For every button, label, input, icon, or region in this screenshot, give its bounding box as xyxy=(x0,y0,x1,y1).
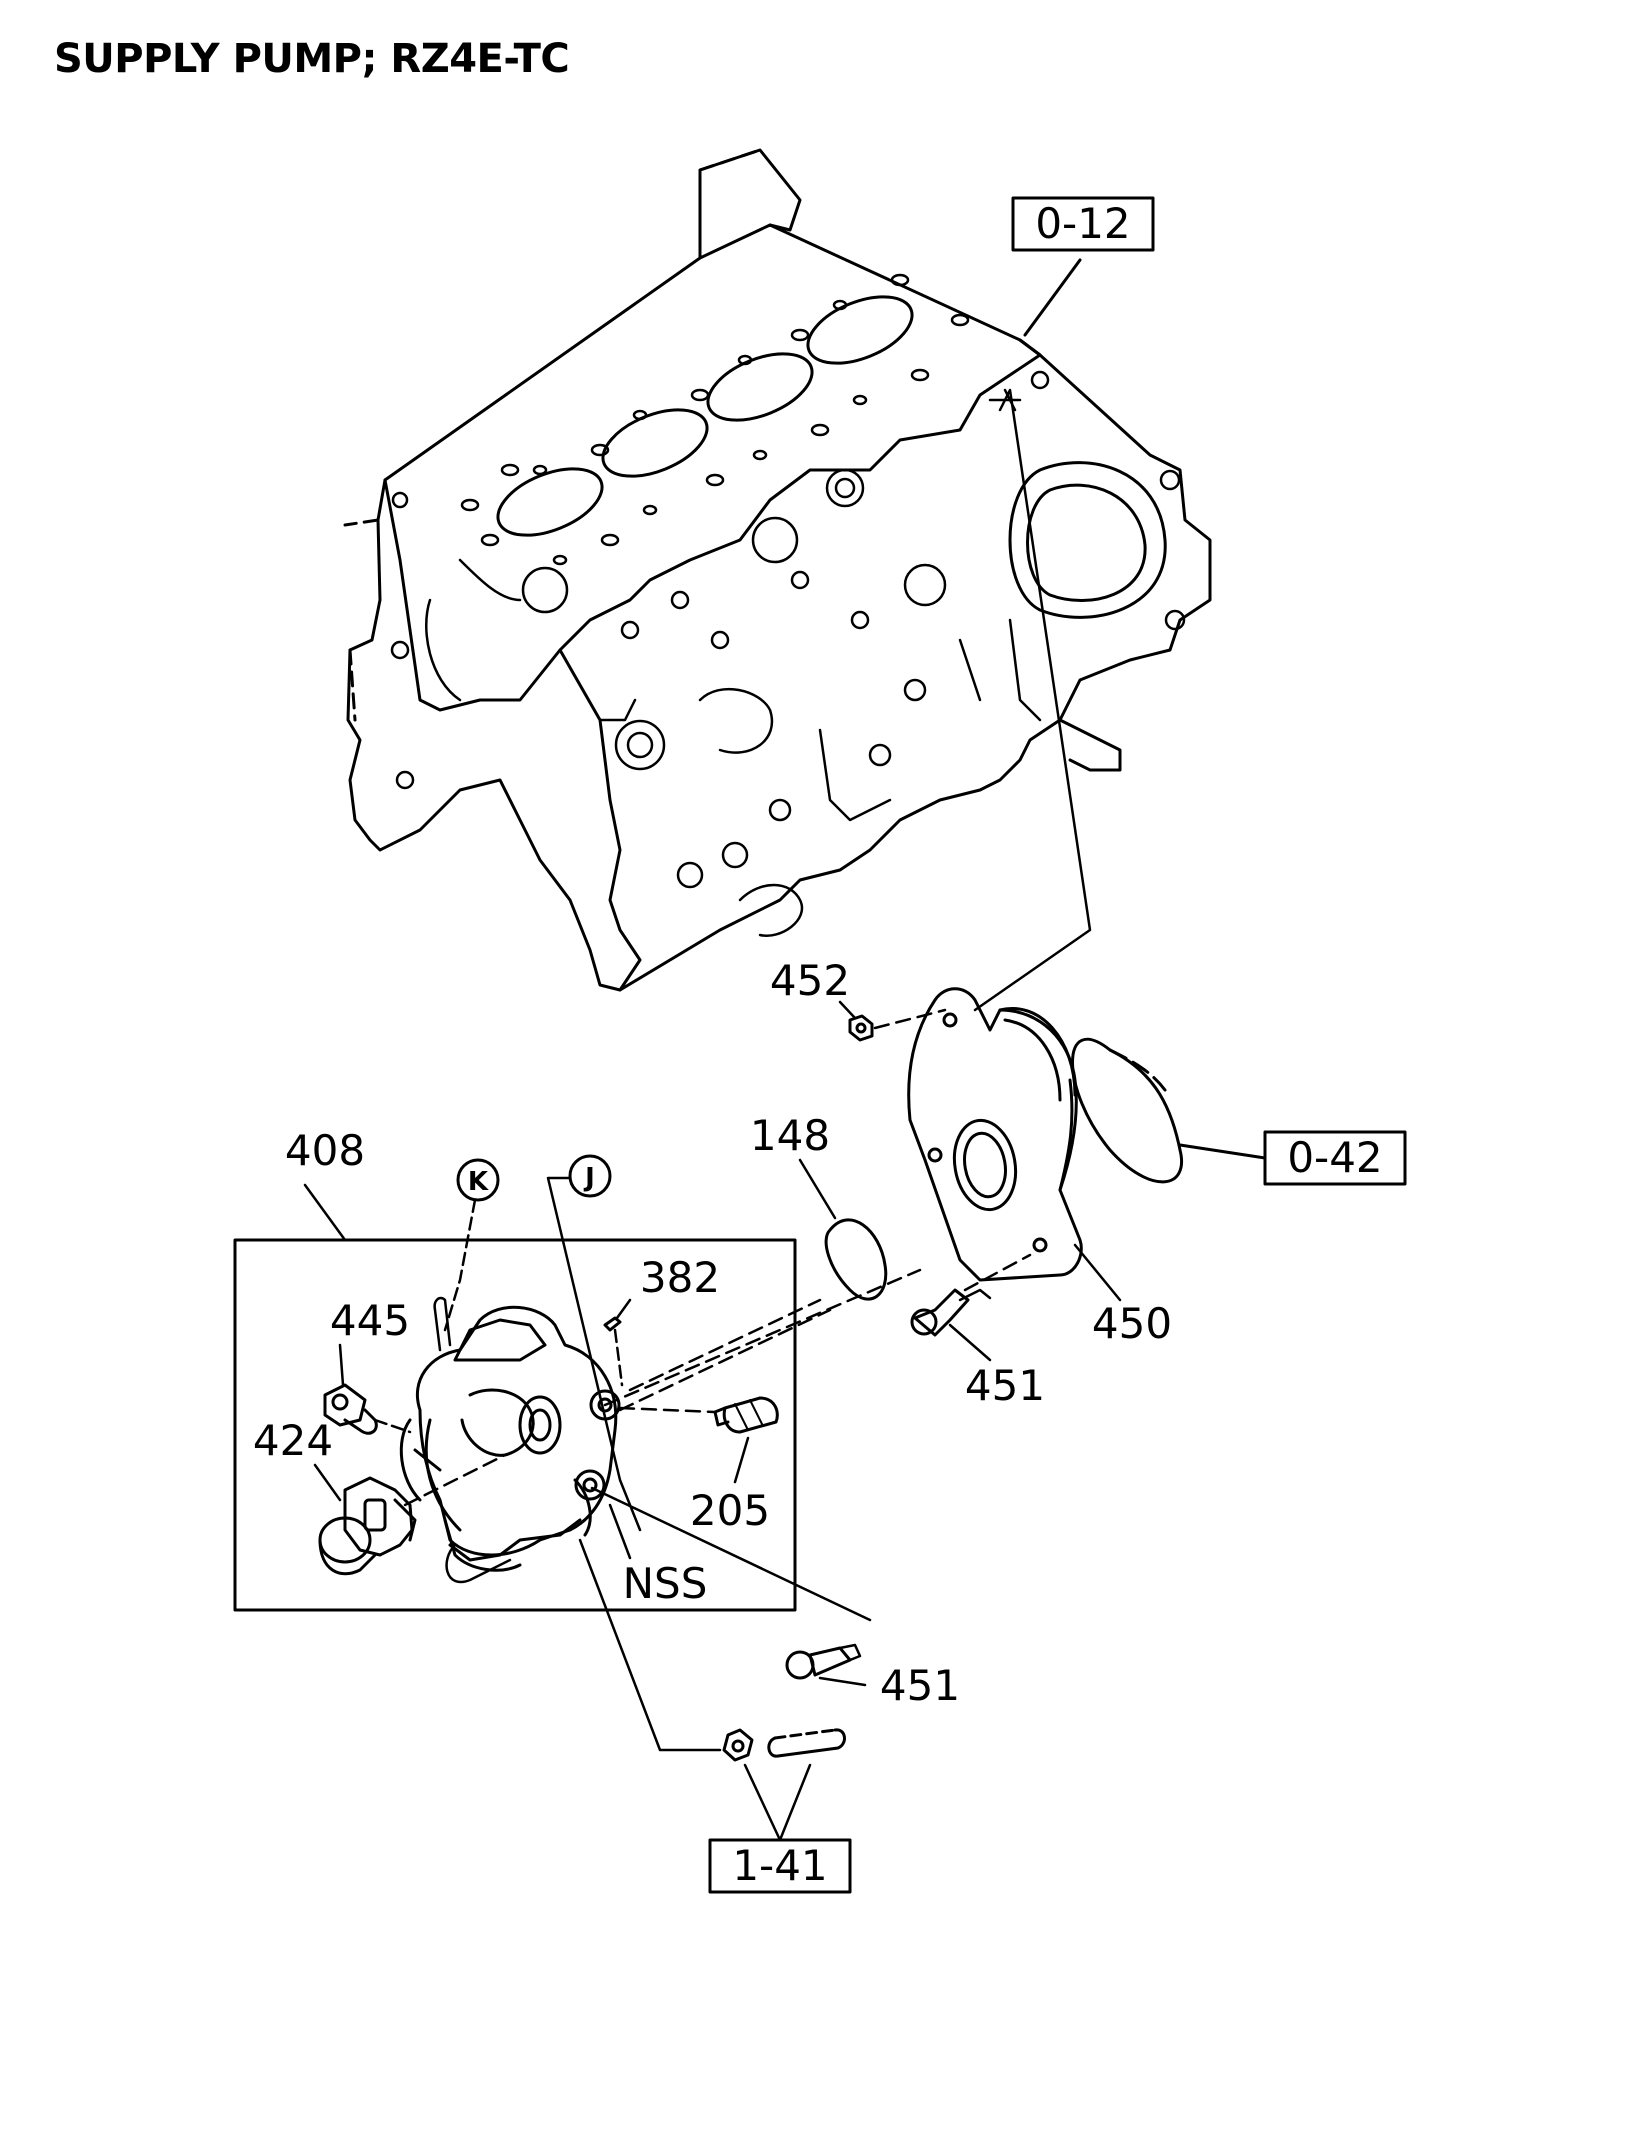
ref-box-block xyxy=(1011,196,1155,252)
label-451-upper: 451 xyxy=(965,1361,1045,1410)
leader-451-lower-line xyxy=(590,1486,872,1622)
label-148: 148 xyxy=(750,1111,830,1160)
label-424: 424 xyxy=(253,1416,333,1465)
label-452: 452 xyxy=(770,956,850,1005)
ref-box-fitting xyxy=(708,1838,852,1894)
cylinder-bore-3 xyxy=(706,352,814,422)
leader-445 xyxy=(338,1343,345,1387)
marker-k-text: K xyxy=(468,1167,489,1197)
cylinder-bore-1 xyxy=(496,467,604,537)
cylinder-bore-4 xyxy=(806,295,914,365)
ref-box-fitting-text: 1-41 xyxy=(732,1841,827,1890)
marker-j-text: J xyxy=(583,1163,595,1193)
marker-k xyxy=(456,1158,500,1202)
leader-452 xyxy=(838,1000,857,1020)
leader-nss xyxy=(608,1503,632,1560)
label-451-lower: 451 xyxy=(880,1661,960,1710)
ref-box-ring xyxy=(1263,1130,1407,1186)
leader-408 xyxy=(303,1183,347,1242)
cylinder-bore-2 xyxy=(601,408,709,478)
marker-j xyxy=(568,1154,612,1198)
sensor-205 xyxy=(713,1396,779,1434)
o-ring-148 xyxy=(824,1218,888,1301)
leader-0-42 xyxy=(1178,1143,1267,1160)
leader-j-down xyxy=(578,1538,722,1752)
pump-pipe-k xyxy=(433,1296,452,1352)
deck-bolt-holes xyxy=(460,273,970,566)
leader-0-12 xyxy=(1023,258,1082,337)
leader-205 xyxy=(733,1436,750,1484)
leader-block-to-housing xyxy=(973,388,1092,1012)
label-382: 382 xyxy=(640,1253,720,1302)
label-450: 450 xyxy=(1092,1299,1172,1348)
label-205: 205 xyxy=(690,1486,770,1535)
label-408: 408 xyxy=(285,1126,365,1175)
leader-382 xyxy=(615,1298,632,1320)
cylinder-block xyxy=(343,148,1212,992)
leader-1-41 xyxy=(743,1763,812,1842)
leader-451-lower xyxy=(818,1676,867,1687)
page-title: SUPPLY PUMP; RZ4E-TC xyxy=(54,36,570,82)
leader-j xyxy=(546,1176,642,1532)
label-nss: NSS xyxy=(623,1559,708,1608)
supply-pump-body xyxy=(399,1305,621,1572)
leader-148 xyxy=(798,1158,837,1220)
bolt-451-upper xyxy=(910,1288,992,1337)
assembly-box-408 xyxy=(233,1238,797,1612)
leader-k xyxy=(443,1198,477,1332)
ref-box-ring-text: 0-42 xyxy=(1287,1133,1382,1182)
pin-382 xyxy=(603,1316,622,1332)
block-hidden-edge xyxy=(343,148,762,722)
block-left-face xyxy=(346,478,1062,992)
label-445: 445 xyxy=(330,1296,410,1345)
o-ring-0-42 xyxy=(1071,1037,1183,1184)
hose-1-41 xyxy=(767,1728,846,1758)
pump-pipe-lower xyxy=(445,1543,512,1584)
clip-1-41 xyxy=(722,1728,754,1762)
block-front-face xyxy=(558,648,642,992)
valve-424 xyxy=(318,1476,417,1576)
leader-424 xyxy=(313,1463,342,1502)
block-side-features xyxy=(390,370,1186,938)
pump-housing-450 xyxy=(907,987,1083,1282)
nut-452 xyxy=(848,1014,874,1042)
ref-box-block-text: 0-12 xyxy=(1035,199,1130,248)
leader-451-upper xyxy=(948,1323,992,1362)
leader-450 xyxy=(1073,1243,1122,1302)
bolt-451-lower xyxy=(785,1643,862,1680)
